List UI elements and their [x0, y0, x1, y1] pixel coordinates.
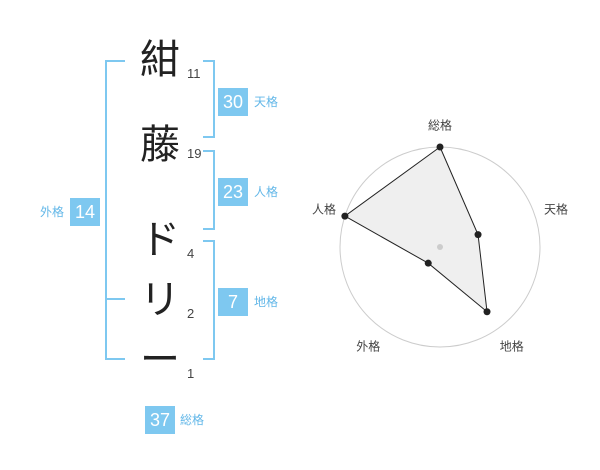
- radar-point-5: [341, 212, 349, 220]
- stroke-count-4: 2: [187, 306, 195, 321]
- gaikaku-label: 外格: [40, 205, 65, 219]
- gaikaku-bracket: [105, 60, 125, 360]
- soukaku-value-badge: 37: [145, 406, 175, 434]
- radar-point-1: [436, 143, 444, 151]
- name-char-3: ド: [140, 217, 180, 263]
- name-char-4: リ: [140, 277, 180, 323]
- jinkaku-value-badge: 23: [218, 178, 248, 206]
- name-char-1: 紺: [140, 37, 180, 83]
- name-char-5: ー: [140, 337, 180, 383]
- chikaku-value-badge: 7: [218, 288, 248, 316]
- jinkaku-bracket: [203, 150, 215, 230]
- chikaku-bracket: [203, 240, 215, 360]
- stroke-count-5: 1: [187, 366, 195, 381]
- radar-axis-label-3: 地格: [499, 339, 524, 354]
- stroke-count-2: 19: [187, 146, 202, 161]
- radar-axis-label-2: 天格: [544, 202, 569, 217]
- radar-point-4: [424, 259, 432, 267]
- gaikaku-value-badge: 14: [70, 198, 100, 226]
- soukaku-label: 総格: [180, 413, 205, 427]
- radar-axis-label-1: 総格: [427, 118, 453, 133]
- tenkaku-label: 天格: [254, 95, 279, 109]
- name-char-2: 藤: [140, 122, 180, 168]
- radar-center-dot: [437, 244, 443, 250]
- radar-value-polygon: [343, 146, 488, 313]
- chikaku-label: 地格: [254, 295, 279, 309]
- radar-axis-label-5: 人格: [311, 202, 336, 217]
- gaikaku-bracket-divider: [105, 298, 125, 300]
- radar-point-2: [474, 231, 482, 239]
- tenkaku-value-badge: 30: [218, 88, 248, 116]
- tenkaku-bracket: [203, 60, 215, 138]
- stroke-count-3: 4: [187, 246, 195, 261]
- radar-point-3: [483, 308, 491, 316]
- jinkaku-label: 人格: [254, 185, 279, 199]
- radar-axis-label-4: 外格: [356, 339, 381, 354]
- stroke-count-1: 11: [187, 66, 201, 81]
